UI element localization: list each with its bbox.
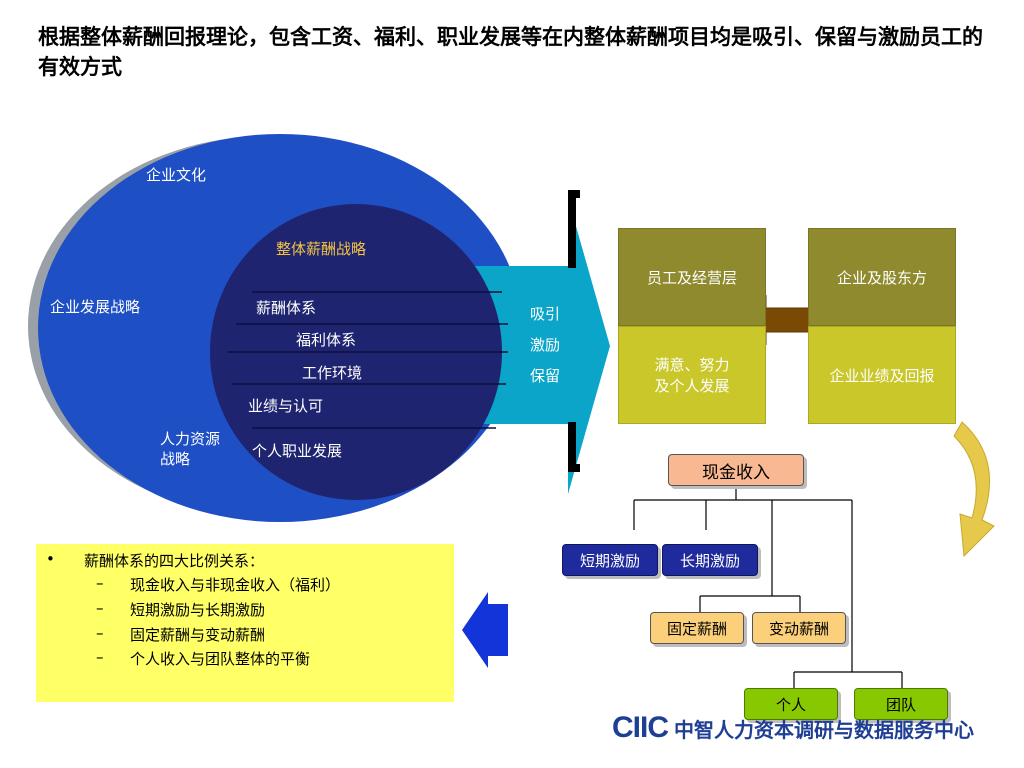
blue-left-arrow [462,592,508,668]
arrow-edge-top [568,190,580,268]
outer-label-hr-2: 战略 [160,450,191,468]
grid-top-left: 员工及经营层 [618,228,766,326]
logo-text: 中智人力资本调研与数据服务中心 [674,717,974,742]
grid-text: 企业业绩及回报 [829,366,935,385]
note-item: 现金收入与非现金收入（福利） [130,576,341,594]
inner-title: 整体薪酬战略 [276,240,367,258]
note-box: • 薪酬体系的四大比例关系： – 现金收入与非现金收入（福利） – 短期激励与长… [36,544,454,702]
grid-text: 满意、努力 [654,356,730,374]
dash: – [96,648,104,666]
logo-mark: CIIC [612,711,669,744]
org-node-cash: 现金收入 [668,454,804,486]
dash: – [96,599,104,617]
grid-bottom-right: 企业业绩及回报 [808,326,956,424]
org-connectors [633,484,903,688]
logo: CIIC 中智人力资本调研与数据服务中心 [612,708,974,748]
inner-item: 薪酬体系 [256,299,317,317]
org-node-individual: 个人 [744,688,838,720]
cyan-arrow [470,198,610,494]
grid-text: 企业及股东方 [836,268,927,287]
arrow-label-motivate: 激励 [530,336,561,354]
inner-item: 业绩与认可 [248,397,324,415]
arrow-edge-bottom [568,422,580,472]
grid-text: 员工及经营层 [646,268,737,287]
org-node-team: 团队 [854,688,948,720]
inner-item: 工作环境 [302,364,363,382]
slide-title: 根据整体薪酬回报理论，包含工资、福利、职业发展等在内整体薪酬项目均是吸引、保留与… [38,25,983,79]
note-item: 个人收入与团队整体的平衡 [130,650,311,668]
curved-arrow [953,421,995,558]
note-heading: 薪酬体系的四大比例关系： [84,552,265,570]
org-node-short-term: 短期激励 [562,544,658,576]
bullet: • [46,550,55,568]
org-node-long-term: 长期激励 [662,544,758,576]
dash: – [96,574,104,592]
org-node-fixed: 固定薪酬 [650,612,744,644]
org-node-variable: 变动薪酬 [752,612,846,644]
note-item: 固定薪酬与变动薪酬 [130,626,266,644]
outer-label-hr-1: 人力资源 [160,430,221,448]
grid-text: 及个人发展 [654,377,730,395]
arrow-label-attract: 吸引 [530,305,561,323]
inner-item: 个人职业发展 [252,442,343,460]
dash: – [96,624,104,642]
note-item: 短期激励与长期激励 [130,601,266,619]
outer-label-culture: 企业文化 [146,166,207,184]
arrow-label-retain: 保留 [530,367,561,385]
grid-bottom-left: 满意、努力 及个人发展 [618,326,766,424]
grid-top-right: 企业及股东方 [808,228,956,326]
outer-label-strategy: 企业发展战略 [50,298,141,316]
inner-item: 福利体系 [296,331,357,349]
